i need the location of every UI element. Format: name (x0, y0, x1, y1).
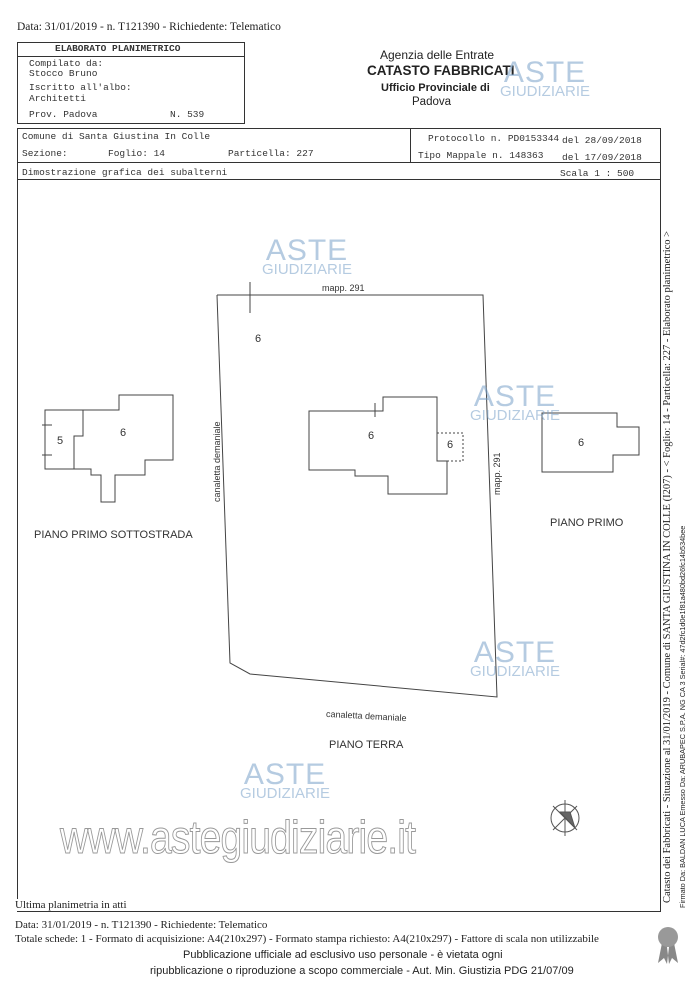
sub-label-6: 6 (368, 430, 375, 442)
comune: Comune di Santa Giustina In Colle (22, 131, 211, 142)
building-piano-primo (541, 412, 640, 473)
protocollo-date: del 28/09/2018 (562, 135, 642, 146)
catasto-fabbricati: CATASTO FABBRICATI (367, 63, 515, 78)
compilato-label: Compilato da: (29, 58, 104, 69)
footer-totale: Totale schede: 1 - Formato di acquisizio… (15, 933, 599, 945)
floor-label-sottostrada: PIANO PRIMO SOTTOSTRADA (34, 529, 193, 541)
main-frame (17, 128, 661, 912)
footer-data-line: Data: 31/01/2019 - n. T121390 - Richiede… (15, 919, 268, 931)
publication-notice-2: ripubblicazione o riproduzione a scopo c… (150, 965, 574, 977)
floor-label-terra: PIANO TERRA (329, 739, 404, 751)
floor-label-primo: PIANO PRIMO (550, 517, 624, 529)
sub-label-6: 6 (255, 333, 262, 345)
building-piano-terra (308, 396, 448, 495)
tipo-mappale-date: del 17/09/2018 (562, 152, 642, 163)
mapp-291-right: mapp. 291 (492, 452, 502, 495)
dimostrazione: Dimostrazione grafica dei subalterni (22, 167, 228, 178)
ufficio-city: Padova (412, 96, 452, 108)
agency-name: Agenzia delle Entrate (380, 48, 495, 62)
mapp-291-top: mapp. 291 (322, 283, 365, 293)
north-compass-icon (550, 800, 580, 836)
sub-label-5: 5 (57, 435, 64, 447)
sub5-divider (73, 410, 84, 469)
sub-label-6: 6 (120, 427, 127, 439)
elaborato-title: ELABORATO PLANIMETRICO (55, 43, 181, 54)
publication-notice-1: Pubblicazione ufficiale ad esclusivo uso… (183, 949, 503, 961)
foglio: Foglio: 14 (108, 148, 166, 159)
divider (17, 162, 661, 163)
sub-label-6: 6 (578, 437, 585, 449)
side-firmato-text: Firmato Da: BALDAN LUCA Emesso Da: ARUBA… (678, 525, 687, 908)
sezione: Sezione: (22, 148, 68, 159)
divider (410, 128, 411, 162)
iscritto-value: Architetti (29, 93, 87, 104)
watermark-site: www.astegiudiziarie.it (60, 811, 417, 864)
scala: Scala 1 : 500 (560, 168, 635, 179)
divider (17, 179, 661, 180)
parcel-outline (216, 294, 498, 698)
divider (17, 56, 245, 57)
side-catasto-text: Catasto dei Fabbricati - Situazione al 3… (662, 230, 673, 903)
ultima-planimetria: Ultima planimetria in atti (15, 899, 127, 911)
ufficio: Ufficio Provinciale di (381, 82, 490, 94)
prov: Prov. Padova (29, 109, 98, 120)
protocollo: Protocollo n. PD0153344 (428, 133, 560, 144)
header-line: Data: 31/01/2019 - n. T121390 - Richiede… (17, 21, 281, 33)
garage-dashed (437, 432, 464, 462)
iscritto-label: Iscritto all'albo: (29, 82, 132, 93)
albo-number: N. 539 (170, 109, 205, 120)
elaborato-box (17, 42, 245, 124)
canaletta-left: canaletta demaniale (212, 421, 222, 502)
compilato-value: Stocco Bruno (29, 68, 98, 79)
seal-ribbon-icon (658, 927, 678, 964)
sub-label-6: 6 (447, 439, 454, 451)
building-sottostrada (44, 394, 174, 503)
particella: Particella: 227 (228, 148, 314, 159)
tipo-mappale: Tipo Mappale n. 148363 (418, 150, 544, 161)
